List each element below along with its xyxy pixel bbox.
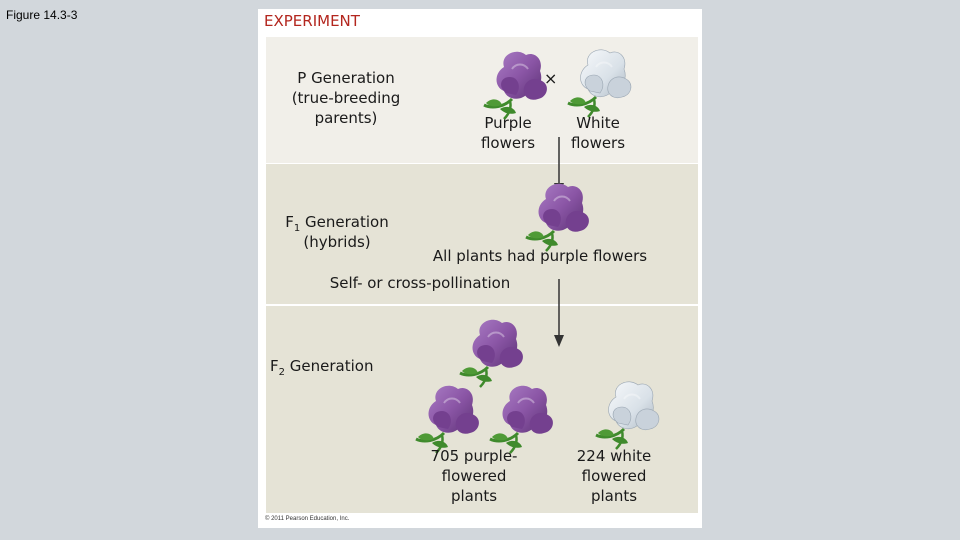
f1-label-line2: (hybrids) (303, 233, 371, 251)
white-flowers-line1: White (576, 114, 620, 132)
purple-count-line1: 705 purple- (430, 447, 518, 465)
f1-result-text: All plants had purple flowers (432, 247, 648, 265)
arrow-f1-to-f2 (554, 279, 564, 347)
f1-label-subscript: 1 (293, 223, 301, 234)
f2-label-rest: Generation (285, 357, 374, 375)
f2-white-flower-icon (595, 381, 660, 450)
f2-purple-flower-right-icon (489, 385, 553, 454)
white-count-line1: 224 white (576, 447, 652, 465)
cross-symbol: × (544, 69, 558, 88)
f1-label-main: F (285, 213, 294, 231)
white-flower-icon (567, 49, 632, 118)
p-generation-panel (266, 37, 698, 163)
white-flowers-line2: flowers (570, 134, 626, 152)
f2-purple-flower-top-icon (459, 319, 523, 388)
purple-flowers-line1: Purple (484, 114, 532, 132)
figure-caption: Figure 14.3-3 (6, 8, 78, 22)
purple-flowers-line2: flowers (480, 134, 536, 152)
copyright-notice: © 2011 Pearson Education, Inc. (265, 516, 350, 522)
purple-count-line2: flowered (441, 467, 507, 485)
p-generation-line3: parents) (314, 109, 378, 127)
f2-purple-flower-left-icon (415, 385, 479, 454)
p-generation-line1: P Generation (297, 69, 395, 87)
f1-label-rest: Generation (300, 213, 389, 231)
purple-flower-icon (483, 51, 547, 120)
purple-flowers-label: Purple flowers (463, 113, 553, 153)
f2-generation-label: F2 Generation (270, 356, 374, 378)
pollination-text: Self- or cross-pollination (329, 274, 511, 292)
f1-generation-panel (266, 164, 698, 304)
f2-label-main: F (270, 357, 279, 375)
purple-count-label: 705 purple- flowered plants (416, 446, 532, 506)
experiment-title: EXPERIMENT (264, 12, 360, 30)
white-count-line2: flowered (581, 467, 647, 485)
white-flowers-label: White flowers (553, 113, 643, 153)
f1-purple-flower-icon (525, 183, 589, 252)
purple-count-line3: plants (450, 487, 498, 505)
f2-label-subscript: 2 (278, 367, 286, 378)
white-count-line3: plants (590, 487, 638, 505)
figure-panel: EXPERIMENT P Generation (true-breeding p… (258, 9, 702, 528)
p-generation-line2: (true-breeding (291, 89, 401, 107)
f1-generation-label: F1 Generation (hybrids) (272, 212, 402, 252)
white-count-label: 224 white flowered plants (558, 446, 670, 506)
p-generation-label: P Generation (true-breeding parents) (266, 68, 426, 128)
